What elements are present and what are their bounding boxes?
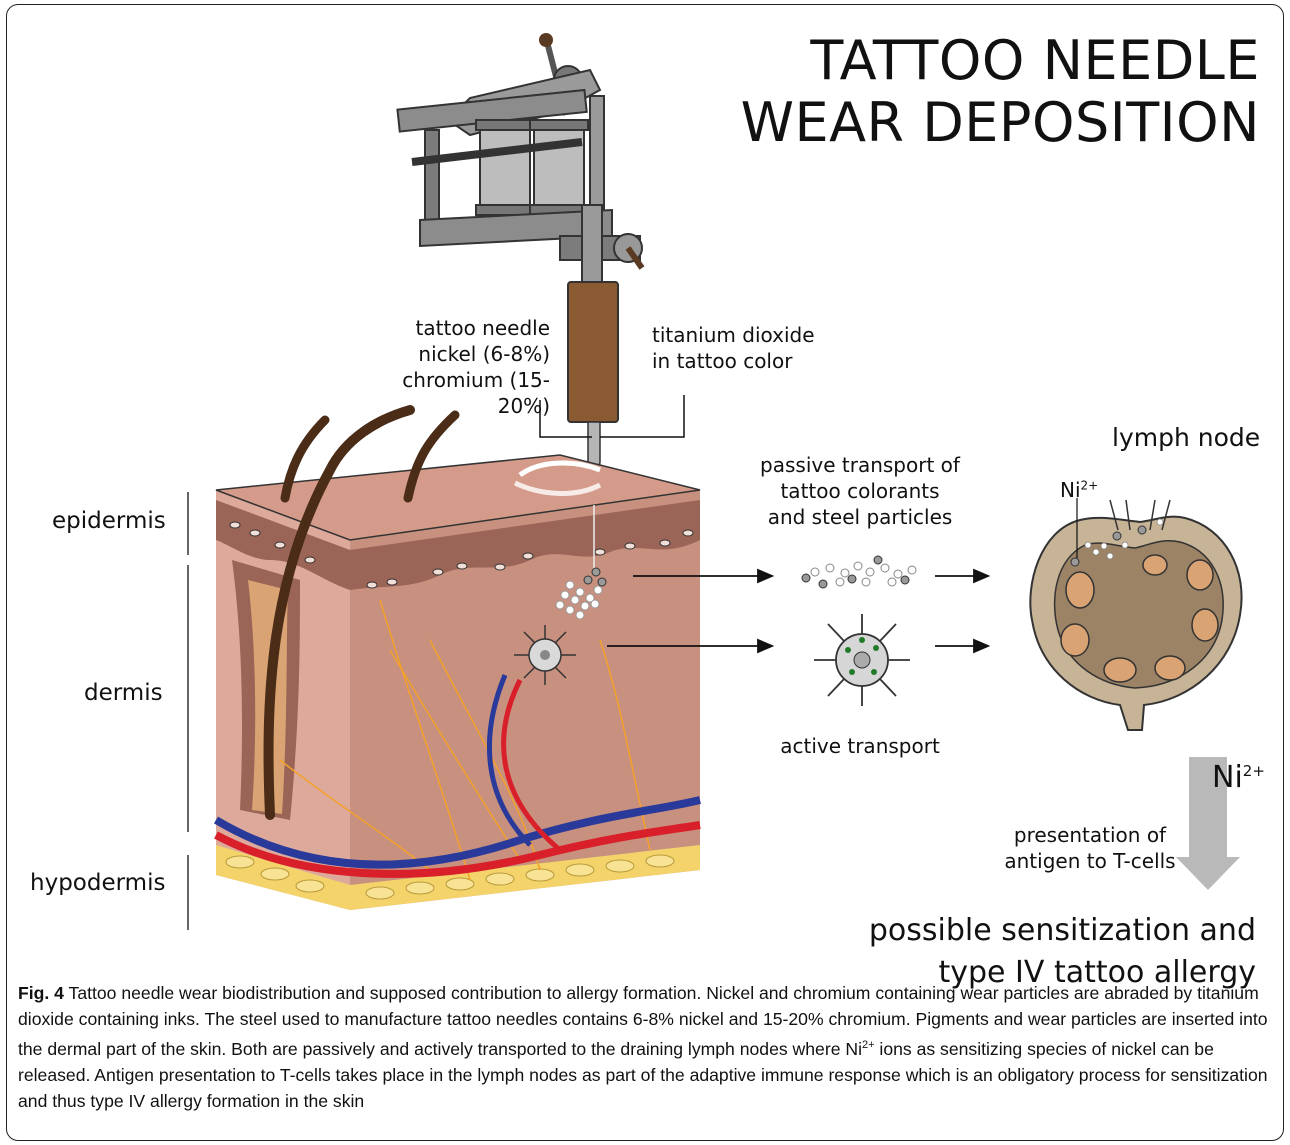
layer-hypodermis: hypodermis [30,870,165,896]
tio2-label: titanium dioxide in tattoo color [652,322,852,374]
outcome-line-1: possible sensitization and [869,910,1256,952]
active-transport-label: active transport [770,733,950,759]
title-line-2: WEAR DEPOSITION [741,92,1260,154]
needle-label: tattoo needle nickel (6-8%) chromium (15… [360,315,550,419]
figure-caption: Fig. 4 Tattoo needle wear biodistributio… [18,980,1268,1114]
passive-label-line-1: passive transport of [740,452,980,478]
skin-block [216,410,700,910]
ni-arrow-base: Ni [1212,760,1243,795]
passive-label-line-3: and steel particles [740,504,980,530]
lymph-node [1030,498,1241,730]
tio2-label-line-1: titanium dioxide [652,322,852,348]
ni-node-base: Ni [1060,478,1081,502]
dendritic-cell-active [814,614,910,706]
ni-arrow-sup: 2+ [1243,762,1265,780]
needle-label-line-1: tattoo needle [360,315,550,341]
presentation-label: presentation of antigen to T-cells [995,822,1185,874]
presentation-label-line-2: antigen to T-cells [995,848,1185,874]
passive-transport-label: passive transport of tattoo colorants an… [740,452,980,530]
layer-epidermis: epidermis [52,508,166,534]
figure-title: TATTOO NEEDLE WEAR DEPOSITION [741,30,1260,154]
presentation-label-line-1: presentation of [995,822,1185,848]
layer-dermis: dermis [84,680,163,706]
needle-label-line-3: chromium (15-20%) [360,367,550,419]
passive-particles [802,556,916,588]
tio2-label-line-2: in tattoo color [652,348,852,374]
ni-arrow-label: Ni2+ [1212,760,1265,795]
ni-node-sup: 2+ [1081,478,1099,492]
needle-label-line-2: nickel (6-8%) [360,341,550,367]
ni-node-label: Ni2+ [1060,478,1098,502]
caption-fig-number: Fig. 4 [18,983,64,1003]
lymph-node-label: lymph node [1112,423,1260,452]
title-line-1: TATTOO NEEDLE [741,30,1260,92]
caption-sup: 2+ [862,1039,875,1051]
passive-label-line-2: tattoo colorants [740,478,980,504]
